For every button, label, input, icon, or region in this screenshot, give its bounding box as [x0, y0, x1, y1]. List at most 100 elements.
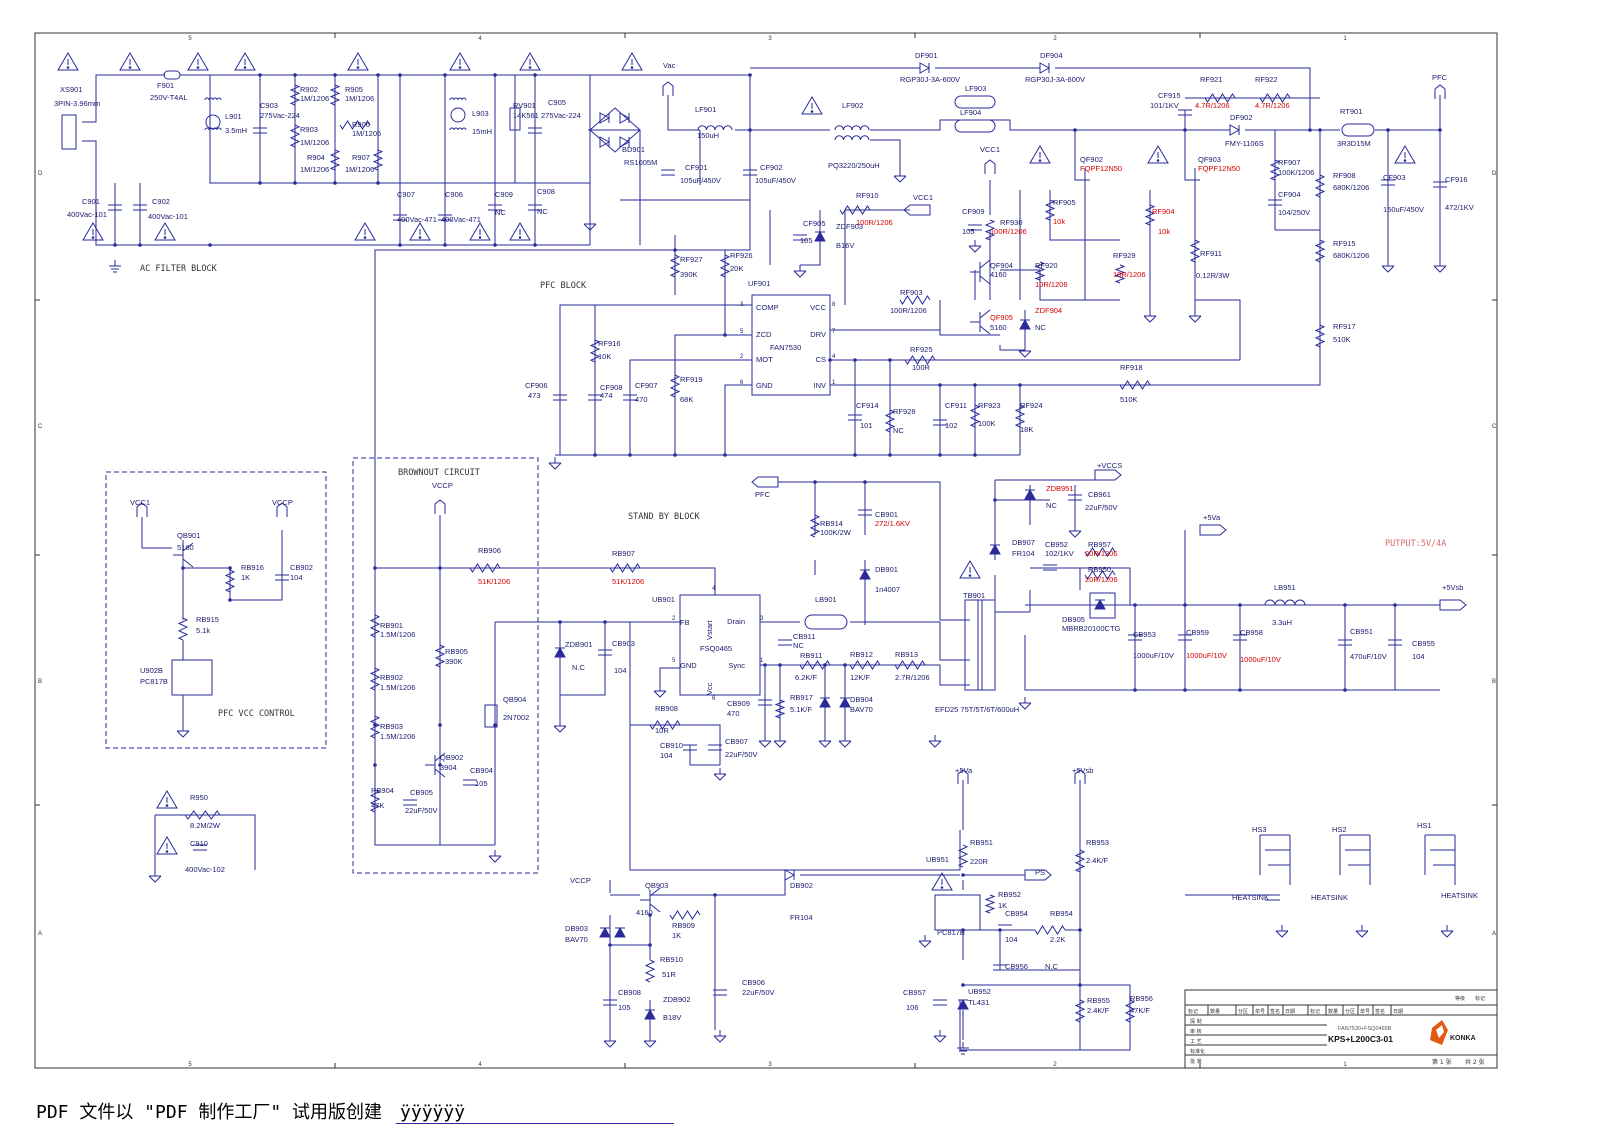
- frame-border: [34, 32, 1498, 1069]
- ub901-pinnum-4: 4: [712, 586, 716, 592]
- label-zdf903: ZDF903: [836, 222, 863, 231]
- wire-84: [183, 530, 283, 601]
- label-r903: R903: [300, 125, 318, 134]
- pfc-out-arrow: [1434, 84, 1446, 99]
- uf901-pinnum-r-3: 1: [832, 380, 836, 386]
- label-rb917v: 5.1K/F: [790, 705, 813, 714]
- label-rf924v: 18K: [1020, 425, 1033, 434]
- df902: [1229, 124, 1241, 136]
- label-rb953: RB953: [1086, 838, 1109, 847]
- label-lf904: LF904: [960, 108, 981, 117]
- label-cf907: CF907: [635, 381, 658, 390]
- uf901-pinnum-l-2: 2: [740, 354, 744, 360]
- label-rb912v: 12K/F: [850, 673, 870, 682]
- uf901-pin-vcc: VCC: [810, 303, 826, 312]
- r907: [372, 149, 384, 171]
- junction-65: [1343, 688, 1347, 692]
- wire-108: [689, 745, 720, 766]
- bd901-d2: [619, 112, 631, 124]
- gnd-rb917: [758, 735, 772, 748]
- label-rf910v: 100R/1206: [856, 218, 893, 227]
- tb-drawing-no: KPS+L200C3-01: [1328, 1034, 1393, 1044]
- label-lf902: LF902: [842, 101, 863, 110]
- warning-icon-5-dot: [458, 66, 462, 69]
- junction-38: [723, 453, 727, 457]
- warning-icon-0-dot: [66, 66, 70, 69]
- label-cb906v: 22uF/50V: [742, 988, 775, 997]
- label-qf902v: FQPF12N50: [1080, 164, 1122, 173]
- rb901: [369, 614, 381, 638]
- label-qb901v: 5160: [177, 543, 194, 552]
- p5va-tag: [1199, 524, 1227, 536]
- label-rf916: RF916: [598, 339, 621, 348]
- rf904: [1144, 204, 1156, 226]
- junction-15: [493, 243, 497, 247]
- warning-icon-3: [234, 52, 256, 71]
- junction-33: [673, 248, 677, 252]
- warning-icon-3-dot: [243, 66, 247, 69]
- junction-49: [863, 480, 867, 484]
- junction-51: [603, 620, 607, 624]
- qb901-base: [141, 517, 172, 549]
- tb-head-6: 标记: [1310, 1008, 1320, 1015]
- wire-63: [999, 345, 1025, 351]
- label-rb902: RB902: [380, 673, 403, 682]
- wire-21: [667, 95, 700, 131]
- r906: [339, 120, 371, 130]
- tb-sheet: 第 1 张: [1432, 1058, 1452, 1066]
- gnd-rf904: [1143, 310, 1157, 323]
- rf915: [1314, 239, 1326, 263]
- wire-100: [659, 667, 680, 685]
- ub951-opto: [934, 894, 981, 931]
- label-cb951: CB951: [1350, 627, 1373, 636]
- label-rf920: RF920: [1035, 261, 1058, 270]
- frame-col-bottom-2: 2: [1053, 1062, 1057, 1068]
- r905: [329, 84, 341, 106]
- warning-icon-6-dot: [528, 66, 532, 69]
- l903-coil-b: [449, 127, 467, 131]
- rf918: [1119, 380, 1151, 390]
- label-qb904: QB904: [503, 695, 526, 704]
- db905-d: [1094, 598, 1106, 610]
- junction-2: [208, 243, 212, 247]
- junction-17: [398, 243, 402, 247]
- label-r902: R902: [300, 85, 318, 94]
- label-cb907v: 22uF/50V: [725, 750, 758, 759]
- label-hsk1: HEATSINK: [1441, 891, 1478, 900]
- junction-80: [438, 763, 442, 767]
- l903-core: [450, 107, 466, 123]
- tb-head-7: 数量: [1328, 1008, 1338, 1015]
- label-cb905v: 22uF/50V: [405, 806, 438, 815]
- label-qb902: QB902: [440, 753, 463, 762]
- label-vac: Vac: [663, 61, 676, 70]
- label-qb903: QB903: [645, 881, 668, 890]
- zdb901: [554, 646, 566, 658]
- ub901-pinnum-0: 3: [760, 616, 764, 622]
- frame-col-bottom-1: 1: [1343, 1062, 1347, 1068]
- label-cf907v: 470: [635, 395, 648, 404]
- label-cf911v: 102: [945, 421, 958, 430]
- lb951-coil: [1264, 599, 1306, 606]
- label-rb952v: 1K: [998, 901, 1007, 910]
- label-r902v: 1M/1206: [300, 94, 329, 103]
- label-rb916: RB916: [241, 563, 264, 572]
- label-rf922v: 4.7R/1206: [1255, 101, 1290, 110]
- label-rf910: RF910: [856, 191, 879, 200]
- label-bd901v: RS1005M: [624, 158, 657, 167]
- label-qb903v: 4160: [636, 908, 653, 917]
- tb-role-1: 审 核: [1190, 1028, 1202, 1035]
- label-rf904: RF904: [1152, 207, 1175, 216]
- ub901-pin-vcc: Vcc: [705, 682, 714, 695]
- label-rf903v: 100R/1206: [890, 306, 927, 315]
- label-rf915: RF915: [1333, 239, 1356, 248]
- label-rb907v: 51K/1206: [612, 577, 644, 586]
- gnd-pfc: [548, 457, 562, 470]
- label-c909: C909: [495, 190, 513, 199]
- label-cf911: CF911: [945, 401, 967, 410]
- junction-37: [673, 453, 677, 457]
- label-db902v: FR104: [790, 913, 813, 922]
- r950: [184, 810, 221, 820]
- gnd-brownout: [488, 850, 502, 863]
- label-zdb951v: NC: [1046, 501, 1057, 510]
- label-f901v: 250V-T4AL: [150, 93, 188, 102]
